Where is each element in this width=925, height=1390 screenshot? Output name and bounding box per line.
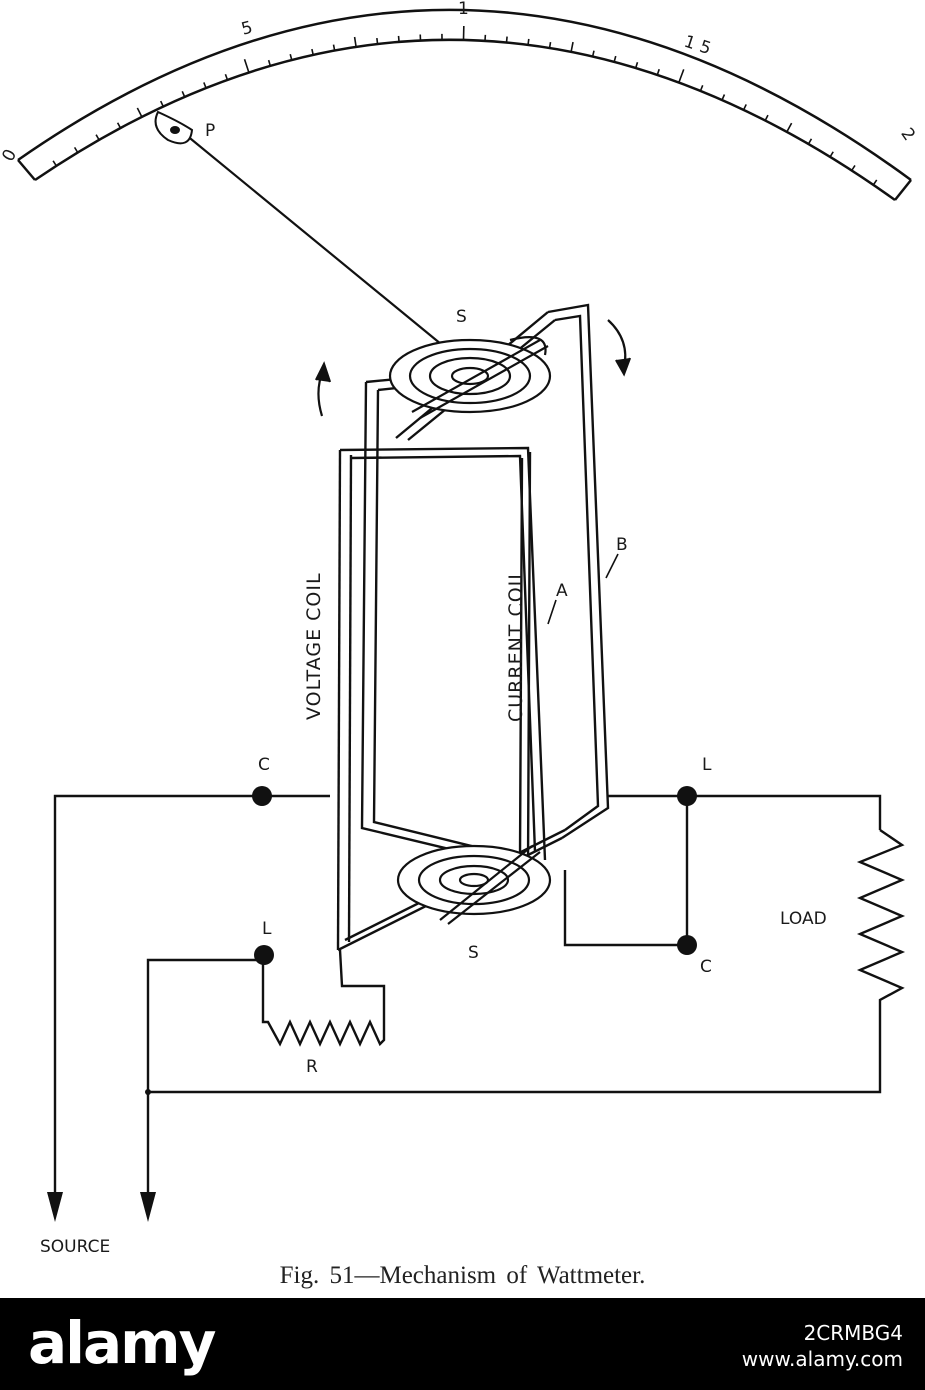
scale-tick <box>376 37 379 45</box>
scale-tick <box>591 50 595 57</box>
scale-tick <box>136 107 143 118</box>
scale-tick <box>95 134 100 141</box>
pointer-needle <box>154 110 459 359</box>
scale-tick <box>786 122 793 133</box>
coil-b-label: B <box>616 535 628 555</box>
scale-tick <box>181 91 186 98</box>
coil-a-label: A <box>556 581 568 601</box>
figure-area: 0 5 1 1 5 2 P S <box>0 0 919 1289</box>
scale-tick <box>332 44 336 51</box>
scale-tick <box>570 41 574 53</box>
bottom-spring <box>396 844 552 925</box>
image-id: 2CRMBG4 <box>803 1321 903 1345</box>
scale-tick <box>353 36 357 47</box>
scale-tick <box>527 38 530 45</box>
watermark-footer: alamy 2CRMBG4 www.alamy.com <box>0 1298 925 1390</box>
spring-bottom-label: S <box>468 943 479 963</box>
meter-scale <box>17 8 912 202</box>
scale-tick <box>548 41 552 49</box>
rotation-arrows <box>315 319 632 417</box>
top-spring <box>388 336 552 419</box>
terminal-c-left: C <box>258 755 270 775</box>
scale-tick <box>634 62 639 69</box>
scale-tick <box>289 53 293 61</box>
scale-label-1: 1 <box>458 0 469 19</box>
scale-tick <box>807 138 813 145</box>
scale-label-2: 2 <box>896 124 919 144</box>
scale-tick <box>678 69 685 83</box>
scale-tick <box>699 85 704 92</box>
voltage-coil-label: VOLTAGE COIL <box>303 572 325 720</box>
spring-top-label: S <box>456 307 467 327</box>
scale-tick <box>116 122 122 129</box>
scale-tick <box>159 100 164 107</box>
scale-tick <box>73 146 79 153</box>
scale-label-05: 5 <box>239 18 255 40</box>
footer-info: 2CRMBG4 www.alamy.com <box>742 1320 903 1372</box>
scale-tick <box>267 59 272 67</box>
load-label: LOAD <box>780 909 827 929</box>
terminal-dots <box>145 786 697 1095</box>
scale-tick <box>311 48 314 56</box>
scale-tick <box>505 36 508 43</box>
scale-tick <box>656 68 660 76</box>
scale-tick <box>764 114 769 121</box>
source-label: SOURCE <box>40 1237 110 1257</box>
scale-tick <box>721 94 726 101</box>
scale-tick <box>243 58 250 73</box>
brand-logo: alamy <box>28 1309 216 1377</box>
scale-tick <box>613 55 617 63</box>
scale-tick <box>851 165 856 171</box>
site-url: www.alamy.com <box>741 1347 903 1371</box>
resistor-label: R <box>306 1057 318 1077</box>
current-coil-label: CURRENT COIL <box>505 568 527 722</box>
figure-caption: Fig. 51—Mechanism of Wattmeter. <box>279 1262 646 1289</box>
scale-tick <box>872 179 878 186</box>
scale-tick <box>742 104 747 111</box>
terminal-l-left: L <box>262 919 272 939</box>
terminal-l-right: L <box>702 755 712 775</box>
scale-ticks <box>52 25 878 186</box>
wattmeter-diagram: 0 5 1 1 5 2 P S <box>0 0 919 1257</box>
terminal-c-right: C <box>700 957 712 977</box>
scale-tick <box>52 160 58 167</box>
pointer-label: P <box>205 121 215 141</box>
label-leaders <box>547 553 619 625</box>
scale-tick <box>224 73 229 81</box>
circuit-wiring <box>53 794 906 1210</box>
scale-tick <box>203 82 207 89</box>
scale-tick <box>829 151 834 158</box>
scale-label-0: 0 <box>0 146 21 165</box>
source-arrows <box>47 1192 156 1222</box>
